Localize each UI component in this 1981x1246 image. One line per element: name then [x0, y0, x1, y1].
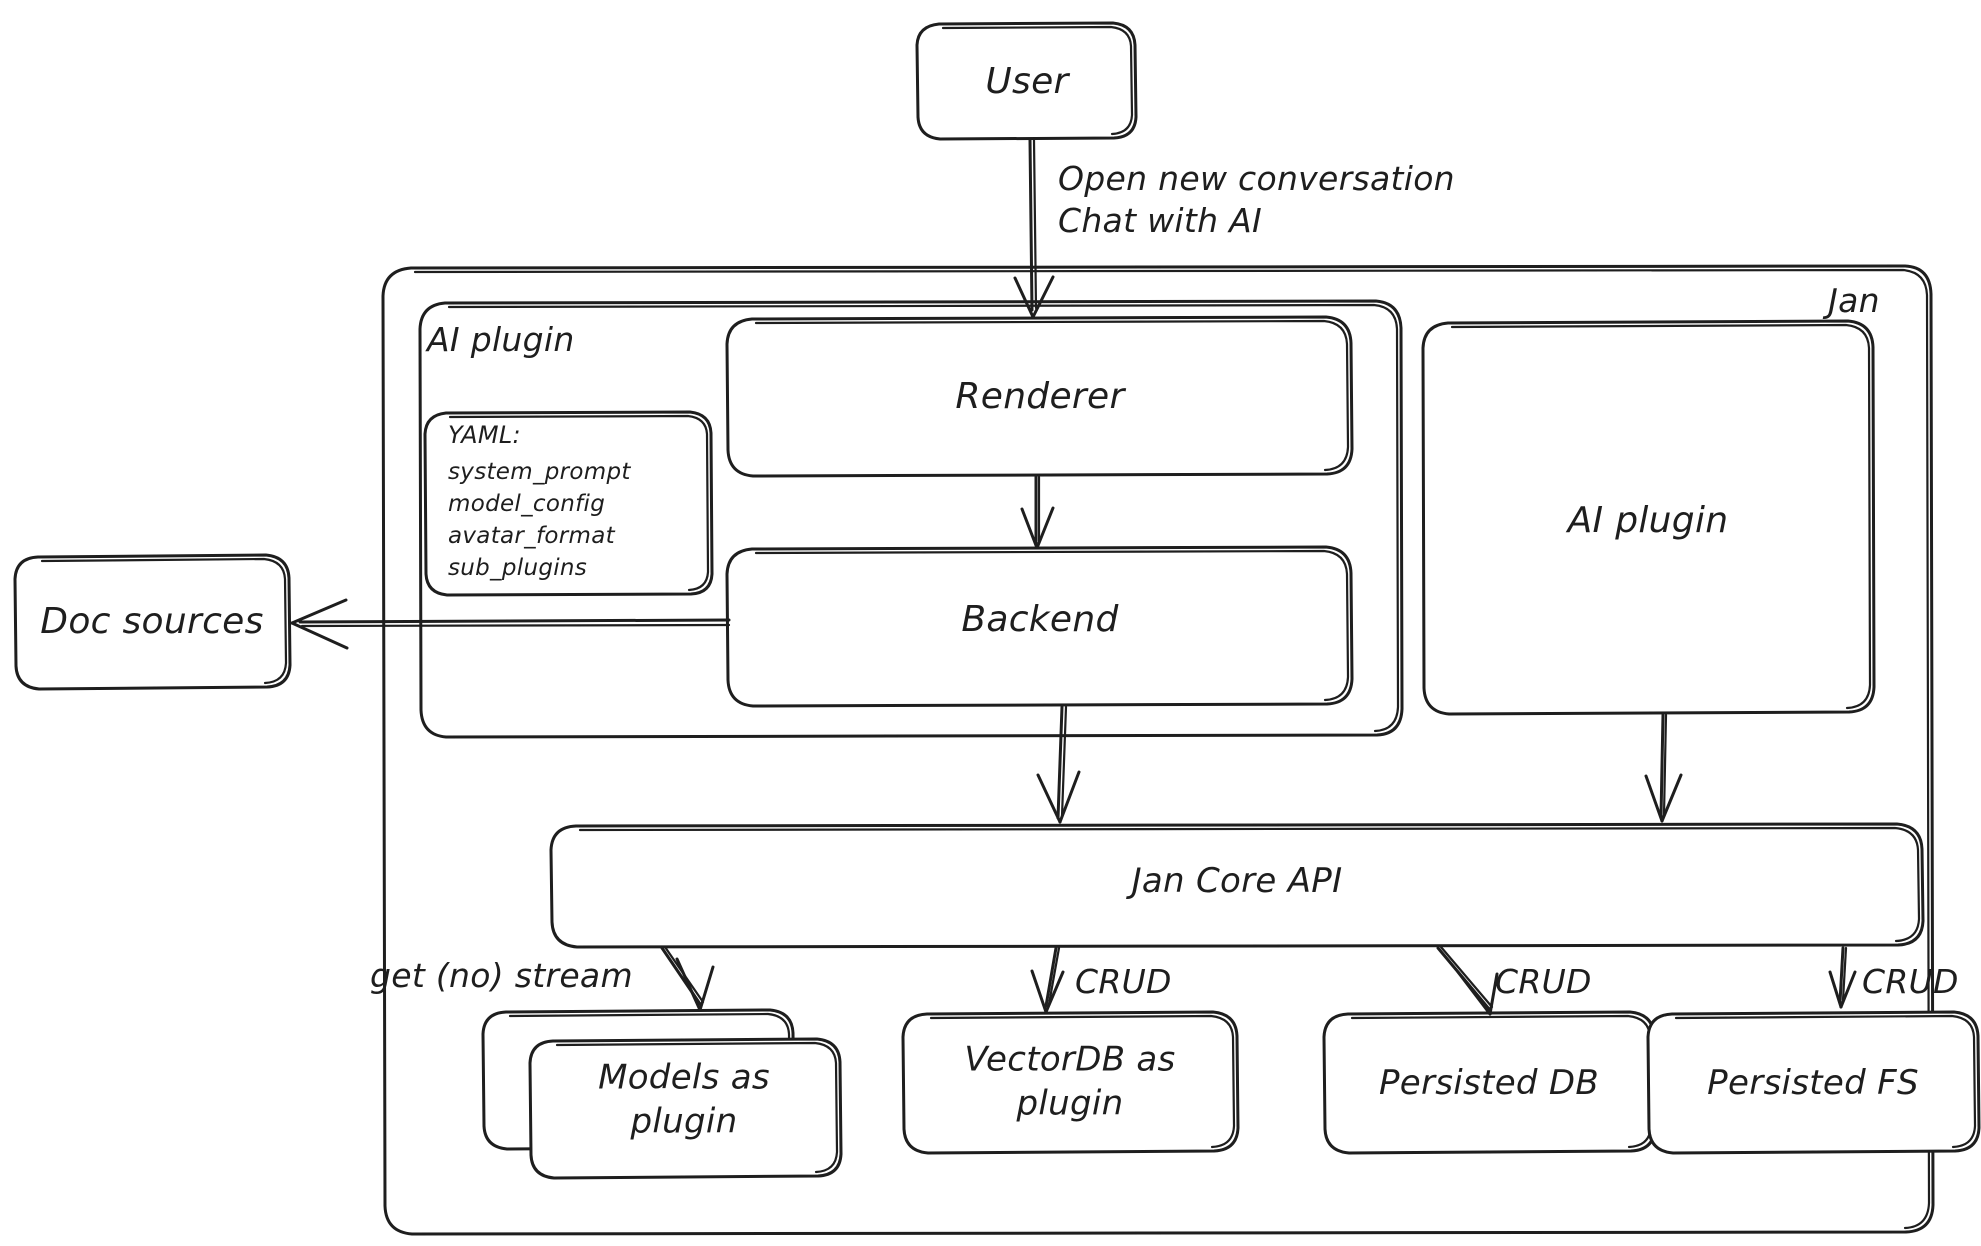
user-label: User — [985, 60, 1069, 102]
arrow-backend-to-core — [1036, 705, 1081, 824]
doc-sources-box-shape — [13, 553, 292, 691]
vectordb-plugin-box-shape — [901, 1010, 1240, 1155]
doc-sources-label: Doc sources — [40, 600, 264, 642]
models-plugin-label: Models as plugin — [598, 1057, 770, 1141]
renderer-label: Renderer — [955, 375, 1125, 417]
arrow-ai-plugin-to-core — [1644, 713, 1683, 823]
jan-container-label: Jan — [1828, 280, 1880, 320]
yaml-note-line-3: sub_plugins — [448, 555, 588, 581]
ai-plugin-box-shape — [1421, 319, 1876, 716]
renderer-box-shape — [725, 315, 1354, 478]
arrow-user-to-renderer — [1013, 138, 1055, 319]
jan-core-api-box-shape — [549, 822, 1925, 949]
ai-plugin-group-label: AI plugin — [427, 320, 575, 359]
edge-label-crud-persisted-db: CRUD — [1495, 962, 1592, 1001]
vectordb-plugin-label: VectorDB as plugin — [964, 1039, 1176, 1123]
persisted-db-label: Persisted DB — [1378, 1063, 1600, 1104]
arrow-core-to-persisted-fs — [1828, 946, 1857, 1009]
edge-label-get-no-stream: get (no) stream — [370, 956, 633, 995]
edge-label-open-new-conversation: Open new conversation Chat with AI — [1058, 159, 1455, 241]
yaml-note-shape — [423, 410, 714, 597]
models-plugin-box-shape — [528, 1037, 843, 1180]
backend-box-shape — [725, 545, 1354, 708]
yaml-note-line-2: avatar_format — [448, 523, 615, 549]
yaml-note-line-0: system_prompt — [448, 459, 631, 485]
yaml-note-line-1: model_config — [448, 491, 606, 517]
persisted-fs-box-shape — [1646, 1010, 1981, 1155]
jan-core-api-label: Jan Core API — [1131, 861, 1343, 902]
arrow-core-to-vectordb — [1030, 946, 1065, 1014]
user-box-shape — [915, 21, 1138, 141]
edge-label-crud-vectordb: CRUD — [1075, 962, 1172, 1001]
ai-plugin-box-label: AI plugin — [1567, 499, 1729, 541]
arrow-renderer-to-backend — [1020, 475, 1055, 550]
backend-label: Backend — [961, 598, 1119, 640]
yaml-note-header: YAML: — [448, 421, 521, 449]
arrow-backend-to-doc-sources — [290, 598, 731, 650]
edge-label-crud-persisted-fs: CRUD — [1862, 962, 1959, 1001]
arrow-core-to-models — [660, 945, 715, 1012]
persisted-fs-label: Persisted FS — [1707, 1063, 1919, 1104]
arrow-core-to-persisted-db — [1436, 945, 1499, 1016]
